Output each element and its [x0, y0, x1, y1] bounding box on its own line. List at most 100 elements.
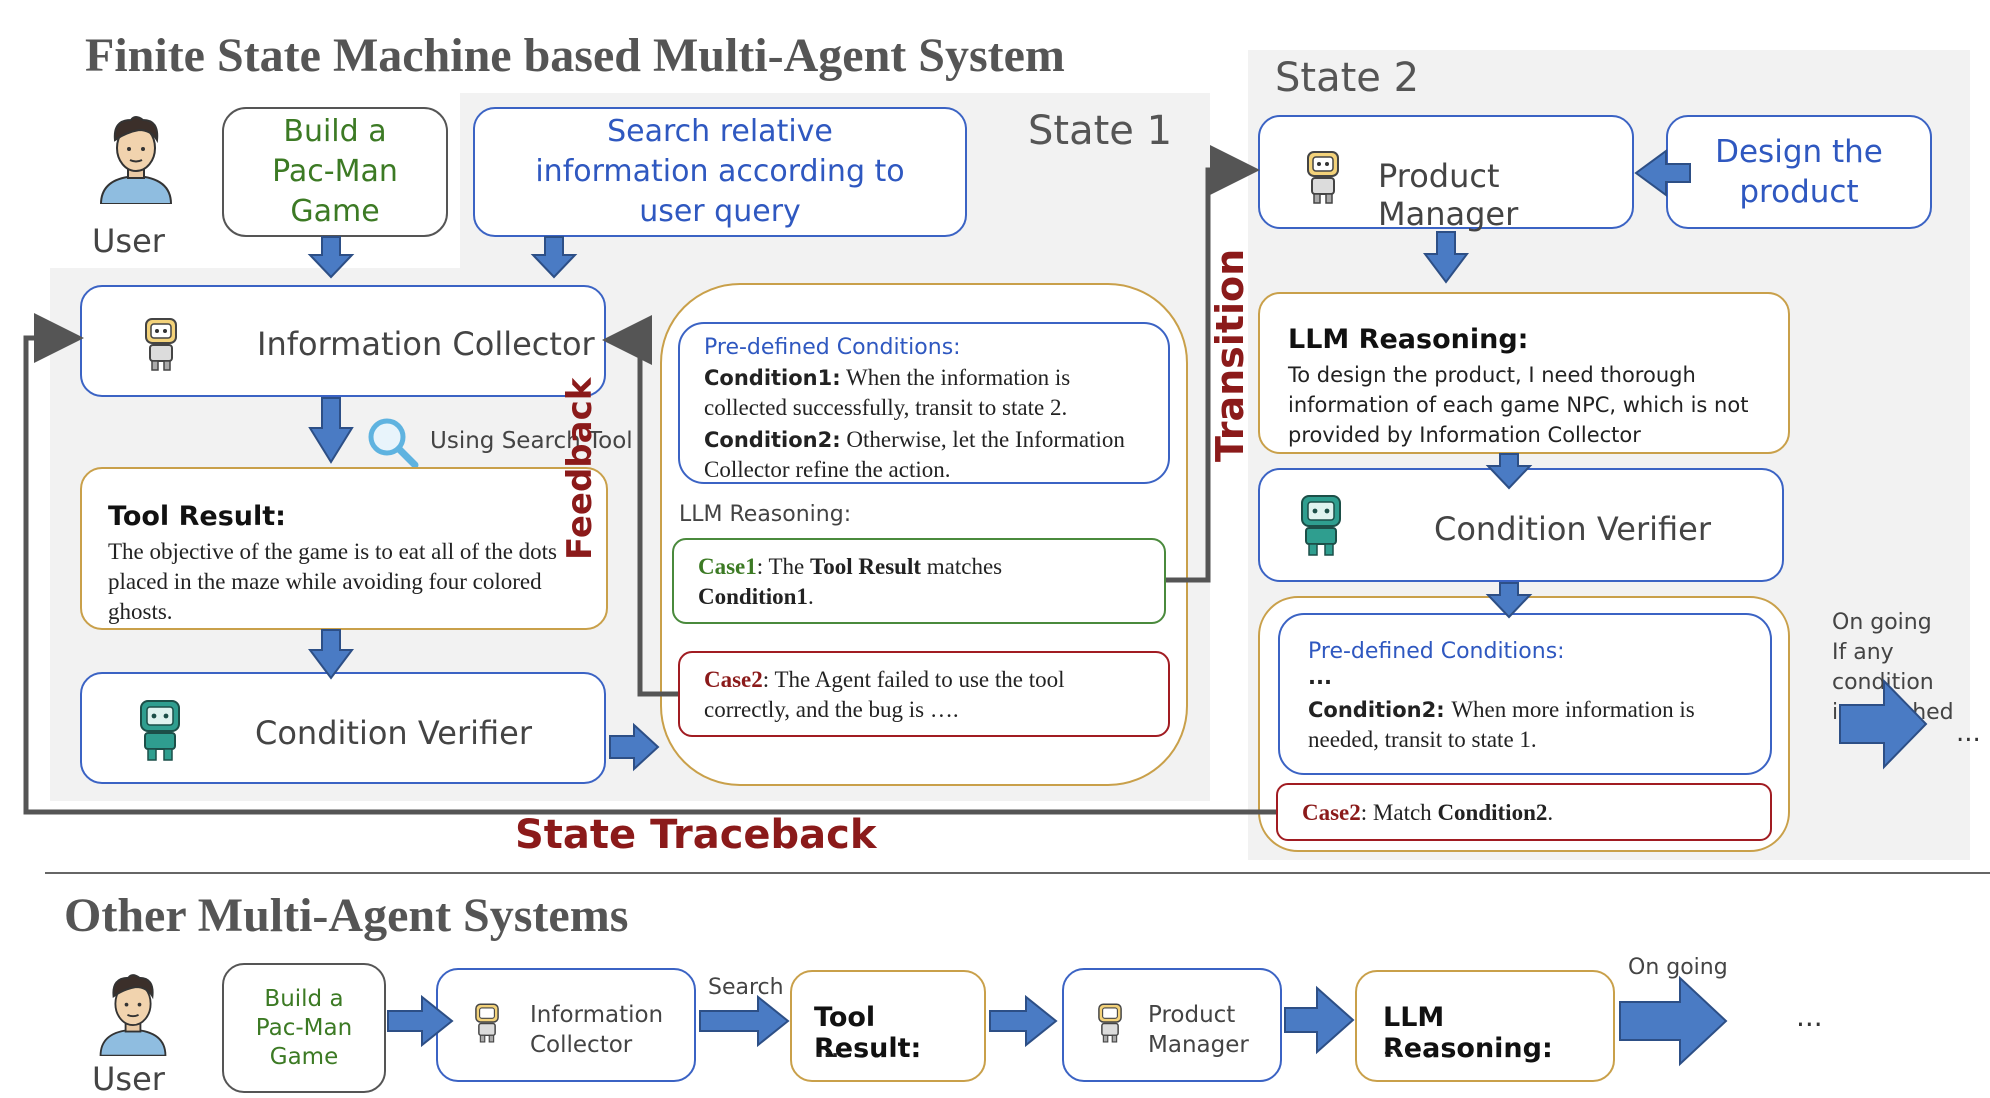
- bottom-pm-robot-icon: [1093, 1000, 1127, 1048]
- state1-cond1-text: When the information is collected succes…: [704, 365, 1071, 420]
- state2-case2-box: Case2: Match Condition2.: [1276, 783, 1772, 841]
- ongoing-line-2: If any condition: [1832, 640, 1934, 695]
- state1-case2-text: Case2: The Agent failed to use the tool …: [704, 665, 1154, 725]
- transition-line: [1166, 145, 1260, 583]
- magnifier-icon: [365, 415, 421, 475]
- bottom-robot-icon: [470, 1000, 504, 1048]
- case1-label: Case1: [698, 554, 757, 579]
- state2-case2-text: Case2: Match Condition2.: [1302, 798, 1553, 828]
- design-task-box: Design the product: [1666, 115, 1932, 229]
- bottom-product-manager-box: Product Manager: [1062, 968, 1282, 1082]
- ongoing-ellipsis: ...: [1956, 718, 1981, 748]
- state1-llm-reasoning-label: LLM Reasoning:: [679, 502, 852, 527]
- arrow-bottom-4: [1284, 985, 1355, 1055]
- state2-case2-bold: Condition2: [1437, 800, 1548, 825]
- verifier-robot-icon: [135, 697, 185, 765]
- robot-icon: [138, 315, 184, 375]
- fsm-title: Finite State Machine based Multi-Agent S…: [85, 29, 1065, 82]
- state2-condition2: Condition2: When more information is nee…: [1308, 695, 1758, 755]
- state1-label: State 1: [1028, 108, 1173, 154]
- state2-condition-verifier-label: Condition Verifier: [1434, 510, 1712, 548]
- user-request-bubble: Build a Pac-Man Game: [222, 107, 448, 237]
- state1-predefined-title: Pre-defined Conditions:: [704, 335, 961, 360]
- bottom-info-collector-box: Information Collector: [436, 968, 696, 1082]
- condition-verifier-label: Condition Verifier: [255, 714, 533, 752]
- state1-case2-body: : The Agent failed to use the tool corre…: [704, 667, 1065, 722]
- state2-cond2-text: When more information is needed, transit…: [1308, 697, 1695, 752]
- tool-result-text: The objective of the game is to eat all …: [108, 539, 557, 624]
- state2-case2-pre: : Match: [1360, 800, 1438, 825]
- product-manager-label: Product Manager: [1378, 157, 1519, 233]
- arrow-result-to-verifier: [308, 629, 354, 680]
- bottom-user-label: User: [92, 1060, 165, 1098]
- arrow-verifier-to-conditions2: [1485, 582, 1533, 619]
- state1-predefined-box: Pre-defined Conditions: Condition1: When…: [678, 322, 1170, 484]
- arrow-user-to-collector: [307, 236, 355, 279]
- arrow-pm-to-llm: [1423, 231, 1469, 284]
- bottom-user-request-bubble: Build a Pac-Man Game: [222, 963, 386, 1093]
- case1-pre: : The: [756, 554, 811, 579]
- case1-box: Case1: The Tool Result matches Condition…: [672, 538, 1166, 624]
- arrow-collector-to-result: [308, 397, 354, 464]
- state1-cond2-text: Otherwise, let the Information Collector…: [704, 427, 1125, 482]
- state1-condition1: Condition1: When the information is coll…: [704, 363, 1154, 423]
- bottom-user-request-text: Build a Pac-Man Game: [255, 985, 353, 1070]
- arrow-llm-to-verifier: [1485, 453, 1533, 490]
- section-divider: [45, 872, 1990, 874]
- search-task-box: Search relative information according to…: [473, 107, 967, 237]
- state2-llm-title: LLM Reasoning:: [1288, 324, 1529, 355]
- tool-result-box: Tool Result: The objective of the game i…: [80, 467, 608, 630]
- arrow-bottom-2: [699, 994, 790, 1048]
- info-collector-label: Information Collector: [257, 325, 595, 363]
- bottom-user-avatar-icon: [95, 970, 171, 1057]
- bottom-llm-title: LLM Reasoning:: [1383, 1002, 1553, 1064]
- state1-cond1-label: Condition1:: [704, 366, 841, 390]
- bottom-tool-ellipsis: ...: [816, 1038, 839, 1062]
- arrow-bottom-3: [989, 994, 1058, 1048]
- bottom-tool-result-title: Tool Result:: [814, 1002, 922, 1064]
- state2-case2-label: Case2: [1302, 800, 1361, 825]
- arrow-design-to-pm: [1634, 149, 1691, 197]
- design-task-text: Design the product: [1715, 134, 1883, 210]
- state2-predefined-title: Pre-defined Conditions:: [1308, 639, 1565, 664]
- state2-cond2-label: Condition2:: [1308, 698, 1445, 722]
- state1-case2-box: Case2: The Agent failed to use the tool …: [678, 651, 1170, 737]
- state-traceback-label: State Traceback: [515, 812, 877, 858]
- bottom-ongoing-label: On going: [1628, 955, 1728, 980]
- state2-case2-end: .: [1547, 800, 1554, 825]
- state2-llm-text: To design the product, I need thorough i…: [1288, 363, 1749, 447]
- state2-label: State 2: [1275, 55, 1420, 101]
- arrow-bottom-1: [387, 994, 454, 1048]
- user-request-text: Build a Pac-Man Game: [272, 114, 398, 229]
- state2-ellipsis: ...: [1308, 665, 1332, 689]
- state2-predefined-box: Pre-defined Conditions: ... Condition2: …: [1278, 613, 1772, 775]
- bottom-search-label: Search: [708, 975, 784, 1000]
- feedback-line: [602, 315, 678, 697]
- bottom-final-ellipsis: ...: [1796, 1000, 1823, 1033]
- tool-result-title: Tool Result:: [108, 501, 286, 532]
- search-task-text: Search relative information according to…: [535, 114, 905, 229]
- arrow-verifier-to-conditions: [609, 722, 660, 772]
- case1-end: .: [807, 584, 814, 609]
- bottom-llm-box: LLM Reasoning: ...: [1355, 970, 1615, 1082]
- bottom-tool-result-box: Tool Result: ...: [790, 970, 986, 1082]
- traceback-line: [23, 313, 1276, 815]
- case1-text: Case1: The Tool Result matches Condition…: [698, 552, 1148, 612]
- state2-verifier-robot-icon: [1296, 492, 1346, 560]
- pm-robot-icon: [1300, 148, 1346, 208]
- case1-bold: Tool Result: [810, 554, 921, 579]
- arrow-search-to-collector: [530, 236, 578, 279]
- case1-mid: matches: [921, 554, 1003, 579]
- ongoing-line-1: On going: [1832, 610, 1932, 635]
- other-systems-title: Other Multi-Agent Systems: [64, 889, 629, 942]
- user-avatar-icon: [95, 112, 177, 205]
- state1-cond2-label: Condition2:: [704, 428, 841, 452]
- state1-case2-label: Case2: [704, 667, 763, 692]
- state1-condition2: Condition2: Otherwise, let the Informati…: [704, 425, 1154, 485]
- state2-condition-verifier-box: Condition Verifier: [1258, 468, 1784, 582]
- user-label: User: [92, 222, 165, 260]
- bottom-product-manager-label: Product Manager: [1148, 1002, 1249, 1058]
- using-search-tool-label: Using Search Tool: [430, 428, 633, 454]
- state2-llm-box: LLM Reasoning: To design the product, I …: [1258, 292, 1790, 454]
